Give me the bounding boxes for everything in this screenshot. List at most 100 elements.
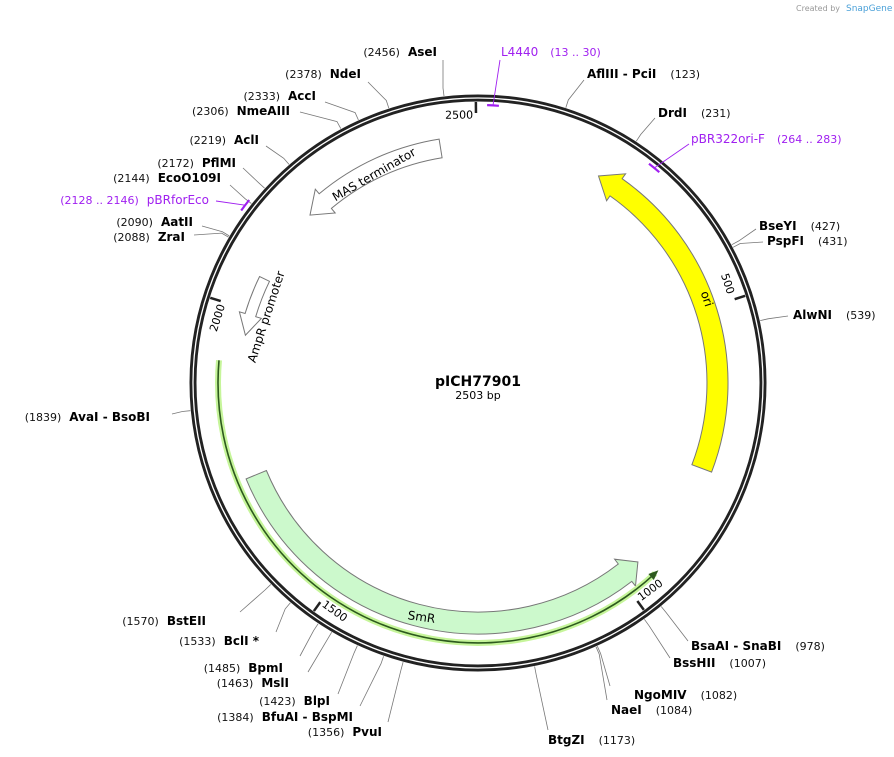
site-name: NgoMIV (634, 688, 687, 702)
site-label: (2172)PflMI (157, 156, 236, 170)
site-position: (1533) (179, 635, 216, 648)
site-name: BssHII (673, 656, 715, 670)
primer-name: pBR322ori-F (691, 132, 765, 146)
site-name: AatII (161, 215, 193, 229)
primer-range: (2128 .. 2146) (60, 194, 139, 207)
primer-l4440: L4440(13 .. 30) (487, 45, 601, 107)
site-label: (2456)AseI (363, 45, 437, 59)
site-leader-line (534, 666, 549, 731)
site-leader-line (275, 602, 291, 633)
tick-label: 2500 (445, 109, 473, 122)
site-label: (2219)AclI (189, 133, 259, 147)
site-name: AseI (408, 45, 437, 59)
site-label: (1570) BstEII (122, 614, 206, 628)
site-label: AlwNI (539) (793, 308, 876, 322)
restriction-site-bsteii: (1570) BstEII (122, 584, 272, 628)
site-name: BfuAI - BspMI (262, 710, 353, 724)
tick-label: 500 (718, 272, 737, 296)
site-position: (2306) (192, 105, 229, 118)
orf-arrowhead-icon (648, 570, 659, 580)
site-position: (978) (795, 640, 825, 653)
site-position: (1485) (204, 662, 241, 675)
site-name: DrdI (658, 106, 687, 120)
site-position: (231) (701, 107, 731, 120)
site-leader-line (299, 111, 342, 129)
site-label: DrdI (231) (658, 106, 731, 120)
site-label: (1463) MslI (217, 676, 289, 690)
plasmid-length: 2503 bp (455, 389, 500, 402)
site-name: NaeI (611, 703, 642, 717)
site-label: (1356) PvuI (308, 725, 382, 739)
restriction-site-msli: (1463) MslI (217, 631, 333, 690)
restriction-site-drdi: DrdI (231) (635, 106, 731, 142)
site-leader-line (359, 656, 384, 707)
site-name: BlpI (304, 694, 330, 708)
site-leader-line (596, 646, 611, 687)
site-position: (431) (818, 235, 848, 248)
site-label: BsaAI - SnaBI(978) (691, 639, 825, 653)
site-name: PflMI (202, 156, 236, 170)
site-leader-line (732, 241, 764, 248)
site-leader-line (442, 60, 445, 97)
site-name: AflIII - PciI (587, 67, 656, 81)
site-label: (2144)EcoO109I (113, 171, 221, 185)
site-name: AvaI - BsoBI (69, 410, 150, 424)
site-label: (1839) AvaI - BsoBI (25, 410, 150, 424)
site-position: (2378) (285, 68, 322, 81)
tick-mark (636, 600, 645, 611)
restriction-site-aatii: (2090)AatII (116, 215, 230, 237)
restriction-site-bpmi: (1485)BpmI (204, 623, 319, 675)
restriction-site-pspfi: PspFI (431) (732, 234, 848, 248)
restriction-site-blpi: (1423) BlpI (259, 645, 358, 708)
site-name: AclI (234, 133, 259, 147)
site-name: MslI (261, 676, 289, 690)
site-position: (1423) (259, 695, 296, 708)
site-position: (1356) (308, 726, 345, 739)
feature-arrow-ori (597, 173, 729, 473)
restriction-site-acli: (2219)AclI (189, 133, 290, 165)
site-position: (1084) (656, 704, 693, 717)
site-position: (1463) (217, 677, 254, 690)
site-name: AlwNI (793, 308, 832, 322)
restriction-site-bsaai: BsaAI - SnaBI(978) (660, 606, 825, 653)
site-label: (2090)AatII (116, 215, 193, 229)
primer-range: (264 .. 283) (777, 133, 842, 146)
site-leader-line (731, 228, 757, 246)
restriction-site-avai: (1839) AvaI - BsoBI (25, 410, 191, 424)
restriction-site-pflmi: (2172)PflMI (157, 156, 265, 189)
sites-layer: (2456)AseI(2378)NdeI(2333)AccI(2306)NmeA… (25, 45, 876, 747)
site-label: BssHII(1007) (673, 656, 766, 670)
site-position: (539) (846, 309, 876, 322)
site-name: PspFI (767, 234, 804, 248)
restriction-site-naei: NaeI (1084) (595, 646, 693, 717)
site-name: EcoO109I (158, 171, 221, 185)
restriction-site-bcli: (1533) BclI * (179, 602, 291, 648)
site-leader-line (299, 623, 319, 657)
site-label: (1485)BpmI (204, 661, 283, 675)
primer-pbr322ori-f: pBR322ori-F (264 .. 283) (648, 132, 842, 174)
primer-label: L4440(13 .. 30) (501, 45, 601, 59)
site-name: PvuI (352, 725, 382, 739)
primer-leader-line (215, 200, 246, 206)
site-name: BclI * (224, 634, 260, 648)
feature-arrow-mas-terminator (309, 138, 443, 216)
site-label: NgoMIV(1082) (634, 688, 737, 702)
site-position: (1570) (122, 615, 159, 628)
credit-text: Created by (796, 4, 840, 13)
site-position: (1839) (25, 411, 62, 424)
site-label: (2088) ZraI (113, 230, 185, 244)
site-leader-line (337, 645, 358, 695)
restriction-site-btgzi: BtgZI(1173) (534, 666, 635, 747)
site-label: (1533) BclI * (179, 634, 260, 648)
feature-arrow-smr (245, 469, 639, 635)
restriction-site-asei: (2456)AseI (363, 45, 445, 97)
site-leader-line (644, 619, 671, 659)
plasmid-name: pICH77901 (435, 374, 521, 390)
site-leader-line (565, 79, 585, 108)
restriction-site-ndei: (2378)NdeI (285, 67, 390, 109)
site-position: (2088) (113, 231, 150, 244)
tick-label: 2000 (207, 303, 228, 334)
site-name: BstEII (167, 614, 206, 628)
site-name: ZraI (158, 230, 185, 244)
